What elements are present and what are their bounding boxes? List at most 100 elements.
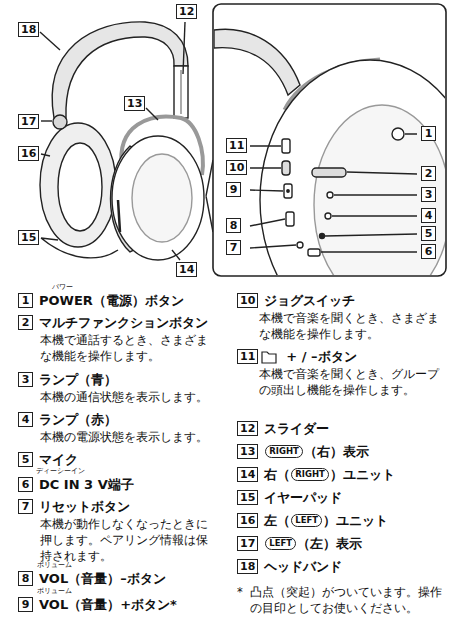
leader-line — [250, 245, 296, 248]
callout-number: 14 — [176, 262, 197, 277]
part-name: ヘッドバンド — [264, 558, 342, 575]
part-name: ランプ（赤） — [39, 411, 117, 428]
left-ear-pad — [40, 123, 116, 247]
text-row: 3 — [421, 187, 436, 202]
leader-line — [332, 215, 417, 216]
part-name: VOL（音量）+ボタン* — [39, 596, 177, 613]
callout-number: 2 — [421, 166, 436, 181]
power-button — [392, 128, 404, 140]
item-number: 15 — [237, 490, 258, 505]
part-name: POWER（電源）ボタン — [39, 292, 184, 309]
leader-line — [250, 219, 285, 226]
text-row: 4 — [421, 208, 436, 223]
item-number: 5 — [18, 452, 33, 467]
text-row: 16左（LEFT）ユニット — [237, 512, 388, 529]
leader-line — [172, 250, 180, 260]
item-number: 7 — [18, 499, 33, 514]
text-row: 本機の電源状態を表示します。 — [40, 429, 212, 445]
text-row: 4 ランプ（赤） — [18, 411, 117, 428]
text-row: 12 — [176, 4, 197, 19]
callout-number: 9 — [226, 182, 241, 197]
callout-number: 6 — [421, 244, 436, 259]
part-name: （左）表示 — [297, 535, 362, 552]
leader-line — [334, 194, 417, 195]
left-hinge — [53, 115, 67, 129]
leader-line — [41, 154, 50, 156]
text-row: 5 — [421, 226, 436, 241]
text-row: 1 — [421, 126, 436, 141]
text-row: 本機の通信状態を表示します。 — [40, 389, 212, 405]
text-row: 15 イヤーパッド — [237, 489, 342, 506]
leader-line — [405, 133, 417, 134]
part-name: VOL（音量）–ボタン — [39, 570, 166, 587]
folder-icon — [262, 352, 276, 363]
item-number: 12 — [237, 421, 258, 436]
inset-view — [214, 29, 445, 275]
text-row: * — [237, 584, 243, 600]
leader-line — [41, 120, 52, 121]
callout-number: 10 — [226, 160, 247, 175]
text-row: 9VOL（音量）+ボタン* — [18, 596, 177, 613]
callout-number: 8 — [226, 218, 241, 233]
item-number: 4 — [18, 412, 33, 427]
leader-line — [250, 167, 281, 168]
side-mark: RIGHT — [265, 445, 303, 458]
text-row: 18 — [18, 22, 39, 37]
part-name: 左（ — [264, 512, 290, 529]
headband — [214, 29, 300, 95]
callout-number: 16 — [18, 146, 39, 161]
description: 凸点（突起）がついています。操作の目印としてお使いください。 — [250, 584, 442, 616]
right-housing — [112, 136, 204, 260]
text-row: 14右（RIGHT）ユニット — [237, 466, 395, 483]
leader-line — [347, 172, 417, 174]
jog-switch — [282, 161, 290, 175]
text-row: 10 — [226, 160, 247, 175]
text-row: 3ランプ（青） — [18, 371, 117, 388]
text-row: 8 — [226, 218, 241, 233]
callout-number: 11 — [226, 138, 247, 153]
dc-jack — [308, 249, 320, 256]
volume-plus-button — [284, 184, 292, 198]
item-number: 13 — [237, 444, 258, 459]
leader-line — [146, 108, 158, 120]
item-number: 8 — [18, 571, 33, 586]
description: 本機で音楽を聞くとき、さまざまな機能を操作します。 — [259, 310, 441, 342]
text-row: 7 — [226, 240, 241, 255]
leader-line — [321, 251, 417, 252]
leader-line — [41, 238, 118, 258]
text-row: 凸点（突起）がついています。操作の目印としてお使いください。 — [250, 584, 442, 616]
part-name: ）ユニット — [330, 466, 395, 483]
item-number: 2 — [18, 315, 33, 330]
leader-line — [250, 145, 281, 146]
text-row: 6 — [421, 244, 436, 259]
blue-lamp — [327, 192, 333, 198]
description: 本機で音楽を聞くとき、グループの頭出し機能を操作します。 — [259, 366, 441, 398]
text-row: 14 — [176, 262, 197, 277]
description: 本機で通話するとき、さまざまな機能を操作します。 — [40, 332, 212, 364]
side-mark: LEFT — [291, 514, 322, 527]
callout-number: 3 — [421, 187, 436, 202]
text-row: 1 POWER（電源）ボタン — [18, 292, 184, 309]
item-number: 3 — [18, 372, 33, 387]
text-row: ボリューム — [37, 587, 72, 595]
callout-number: 1 — [421, 126, 436, 141]
part-name: （右）表示 — [304, 443, 369, 460]
side-buttons — [118, 200, 120, 232]
text-row: 15 — [18, 230, 39, 245]
housing-disc — [132, 154, 192, 242]
text-row: パワー — [52, 283, 73, 291]
part-name: イヤーパッド — [264, 489, 342, 506]
item-number: 1 — [18, 293, 33, 308]
zoom-wedge — [206, 160, 213, 232]
item-number: 10 — [237, 293, 258, 308]
part-name: + / –ボタン — [286, 348, 356, 365]
tactile-dot — [287, 190, 289, 192]
item-number: 14 — [237, 467, 258, 482]
item-number: 17 — [237, 536, 258, 551]
text-row: 10ジョグスイッチ — [237, 292, 355, 309]
ruby-reading: ボリューム — [37, 587, 72, 595]
text-row: 8 VOL（音量）–ボタン — [18, 570, 166, 587]
cup-disc — [314, 105, 445, 275]
text-row: 2 — [421, 166, 436, 181]
item-number: 18 — [237, 559, 258, 574]
